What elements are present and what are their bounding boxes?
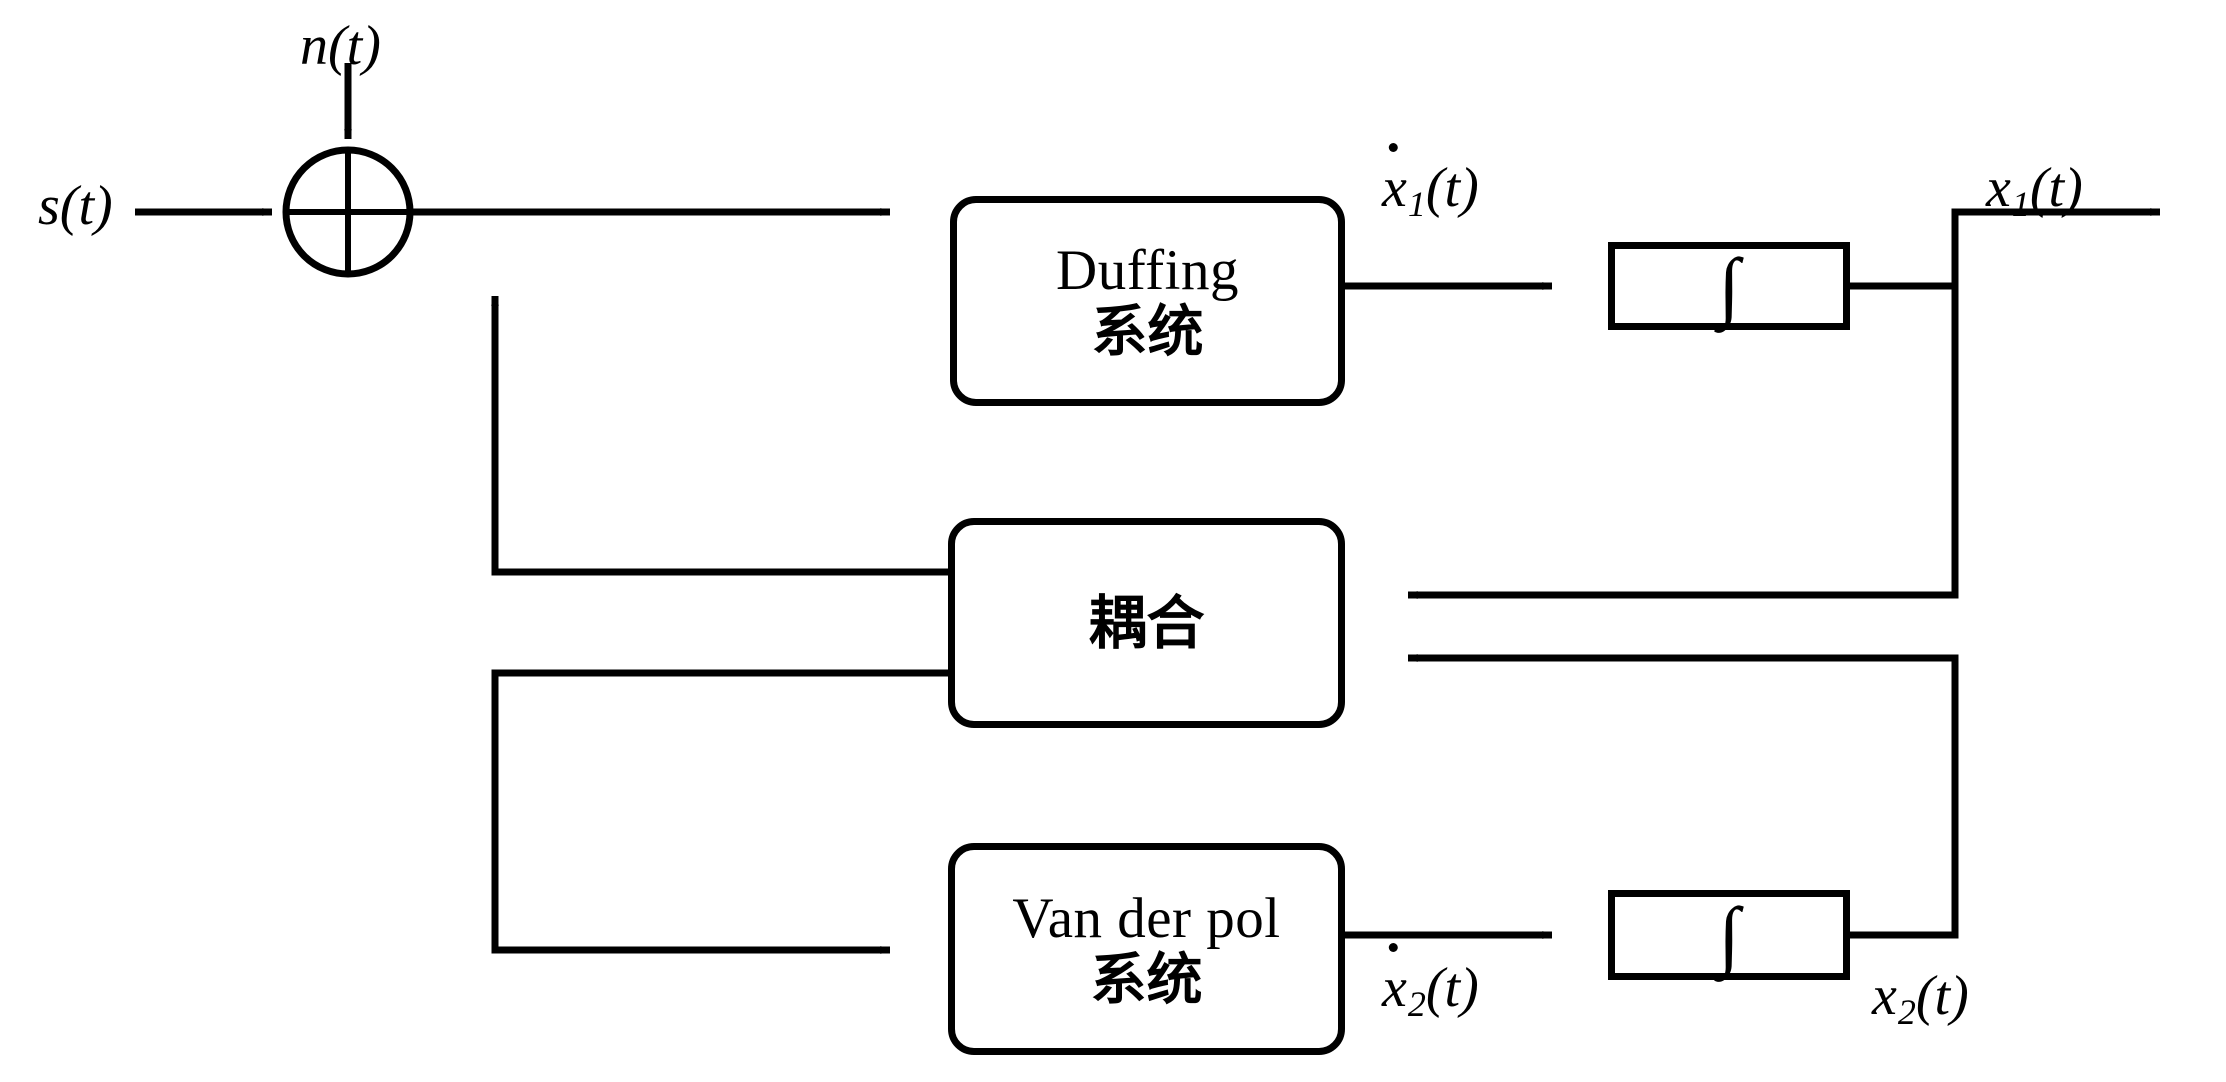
signal-noise-arg: (t) (328, 15, 381, 77)
wire-x2-feedback-to-coupling (1408, 654, 1959, 939)
signal-x2-subscript: 2 (1897, 992, 1916, 1033)
wire-coupling-to-vanderpol (491, 669, 948, 954)
signal-label-x2: x2(t) (1872, 968, 1969, 1030)
overdot-marker: x (1382, 943, 1407, 1019)
integrator-block-1[interactable]: ∫ (1608, 242, 1850, 330)
vanderpol-block-cn-label: 系统 (1090, 947, 1203, 1013)
coupling-block-cn-label: 耦合 (1088, 589, 1205, 657)
signal-x2-arg: (t) (1915, 965, 1969, 1027)
signal-label-x2-dot: x2(t) (1382, 943, 1479, 1025)
wire-coupling-to-sum (491, 296, 948, 576)
vanderpol-system-block[interactable]: Van der pol 系统 (948, 843, 1345, 1055)
signal-x2dot-subscript: 2 (1407, 984, 1426, 1025)
signal-label-input: s(t) (38, 178, 113, 234)
signal-label-x1-dot: x1(t) (1382, 143, 1479, 225)
signal-label-x1: x1(t) (1986, 160, 2083, 222)
integrator-block-2[interactable]: ∫ (1608, 890, 1850, 980)
signal-x1dot-subscript: 1 (1407, 184, 1426, 225)
signal-label-noise: n(t) (300, 18, 381, 74)
signal-x1dot-name: x (1382, 157, 1407, 219)
signal-x2dot-arg: (t) (1425, 957, 1479, 1019)
wire-x1-feedback-to-coupling (1408, 212, 1959, 599)
signal-input-name: s (38, 175, 60, 237)
signal-noise-name: n (300, 15, 328, 77)
signal-x1-arg: (t) (2029, 157, 2083, 219)
vanderpol-block-en-label: Van der pol (1012, 886, 1281, 950)
signal-x2dot-name: x (1382, 957, 1407, 1019)
coupling-block[interactable]: 耦合 (948, 518, 1345, 728)
signal-x1-subscript: 1 (2011, 184, 2030, 225)
sum-junction-cross (286, 150, 410, 274)
overdot-marker: x (1382, 143, 1407, 219)
integral-icon: ∫ (1718, 241, 1740, 329)
signal-x2-name: x (1872, 965, 1897, 1027)
duffing-block-cn-label: 系统 (1091, 299, 1204, 365)
duffing-block-en-label: Duffing (1056, 238, 1239, 302)
signal-x1dot-arg: (t) (1425, 157, 1479, 219)
signal-x1-name: x (1986, 157, 2011, 219)
integral-icon: ∫ (1718, 890, 1740, 978)
signal-input-arg: (t) (59, 175, 113, 237)
duffing-system-block[interactable]: Duffing 系统 (950, 196, 1345, 406)
wire-integrator1-to-output (1850, 208, 2160, 290)
